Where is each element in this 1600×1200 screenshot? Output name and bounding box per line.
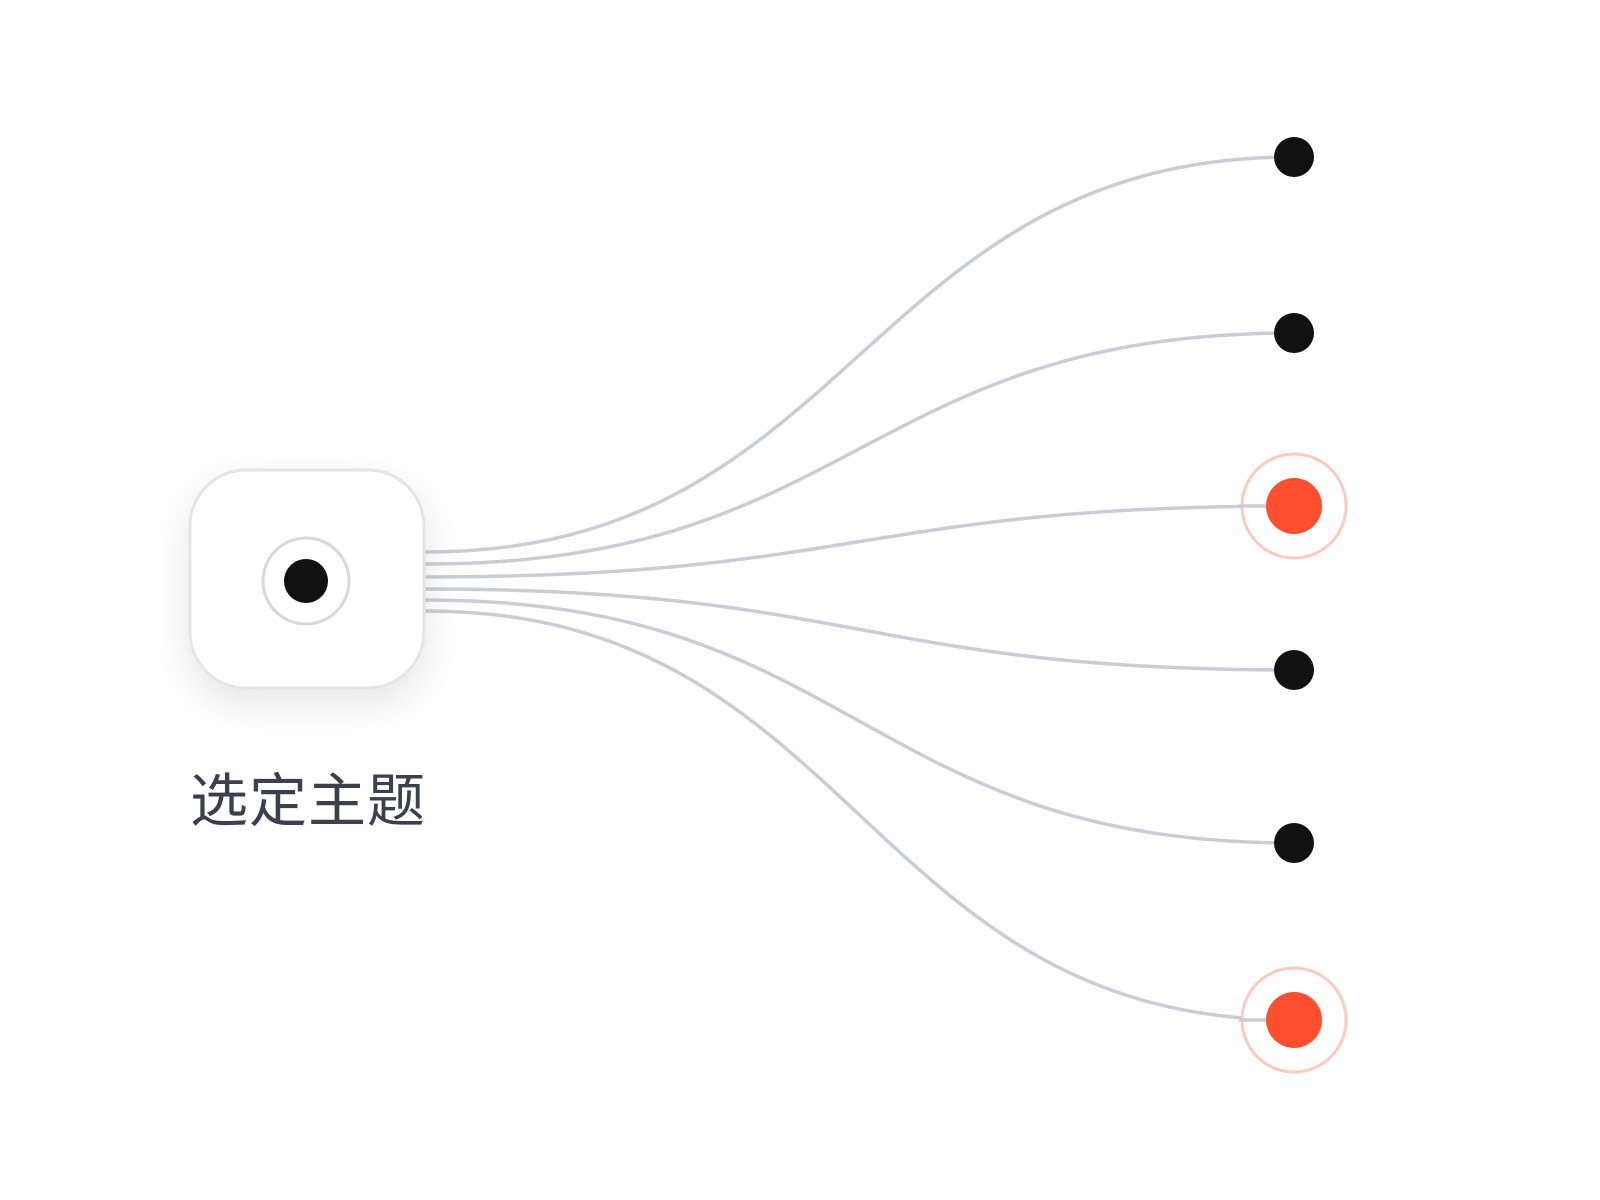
target-node[interactable] [1274, 650, 1314, 690]
target-dot-selected[interactable] [1266, 992, 1322, 1048]
source-node[interactable] [188, 468, 426, 690]
target-node[interactable] [1274, 137, 1314, 177]
connector-line [424, 504, 1296, 579]
connector-line [424, 155, 1296, 554]
target-node[interactable] [1274, 823, 1314, 863]
source-dot [284, 559, 328, 603]
target-dot[interactable] [1274, 137, 1314, 177]
target-nodes [1239, 137, 1348, 1074]
target-dot[interactable] [1274, 313, 1314, 353]
connector-line [424, 587, 1296, 672]
connector-line [424, 331, 1296, 566]
connector-line [424, 609, 1296, 1022]
target-dot[interactable] [1274, 823, 1314, 863]
target-node[interactable] [1274, 313, 1314, 353]
target-node-selected[interactable] [1239, 452, 1348, 560]
source-label: 选定主题 [189, 767, 426, 835]
target-dot-selected[interactable] [1266, 478, 1322, 534]
target-dot[interactable] [1274, 650, 1314, 690]
target-node-selected[interactable] [1239, 966, 1348, 1074]
connector-line [424, 598, 1296, 845]
connector-lines [424, 155, 1296, 1022]
